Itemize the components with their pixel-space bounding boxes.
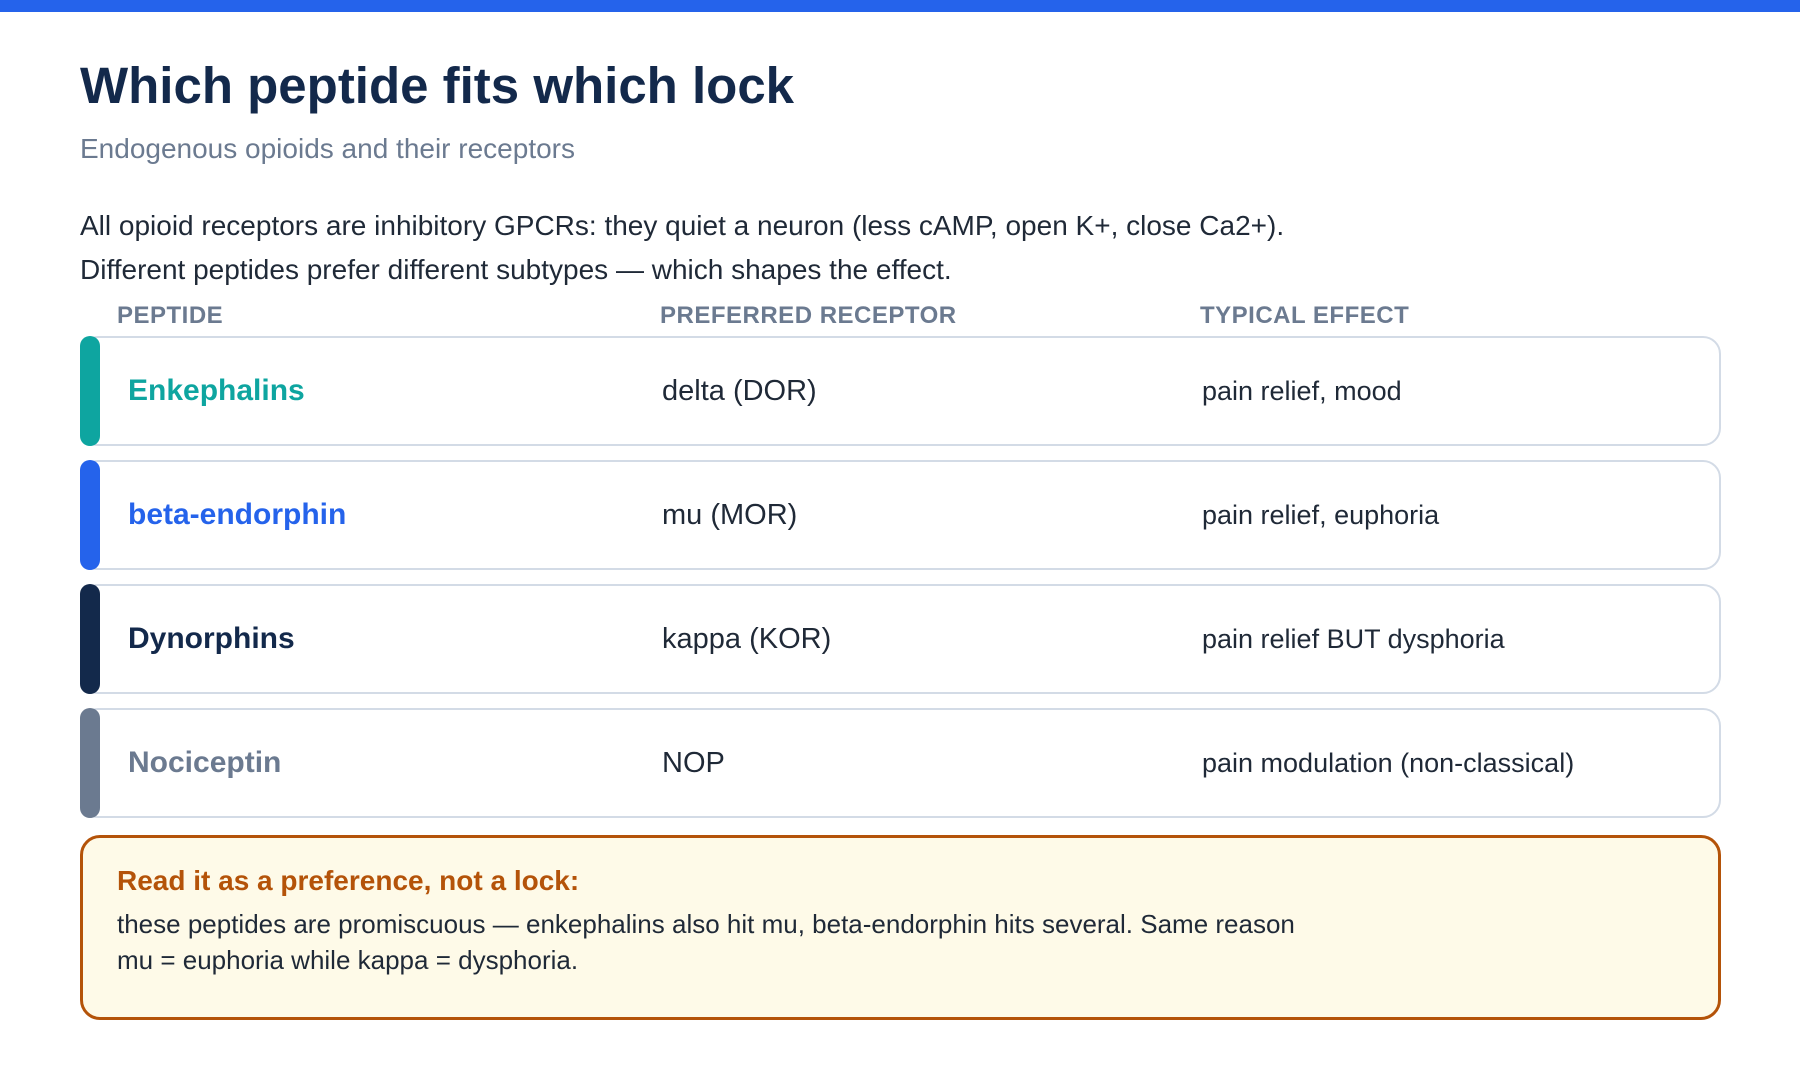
receptor-name: mu (MOR) <box>662 498 798 531</box>
receptor-name: kappa (KOR) <box>662 622 832 655</box>
effect-text: pain relief, euphoria <box>1202 499 1440 530</box>
page-title: Which peptide fits which lock <box>80 57 795 114</box>
column-header-peptide: PEPTIDE <box>117 302 224 329</box>
table-row: beta-endorphin mu (MOR) pain relief, eup… <box>80 460 1721 570</box>
row-accent-bar <box>80 336 100 446</box>
callout-title: Read it as a preference, not a lock: <box>117 865 580 896</box>
effect-text: pain modulation (non-classical) <box>1202 747 1575 778</box>
callout-note: Read it as a preference, not a lock: the… <box>80 835 1721 1020</box>
row-accent-bar <box>80 708 100 818</box>
row-accent-bar <box>80 460 100 570</box>
effect-text: pain relief, mood <box>1202 375 1402 406</box>
peptide-name: beta-endorphin <box>128 498 347 531</box>
receptor-name: delta (DOR) <box>662 374 817 407</box>
effect-text: pain relief BUT dysphoria <box>1202 623 1505 654</box>
column-header-receptor: PREFERRED RECEPTOR <box>660 302 957 329</box>
top-accent-bar <box>0 0 1800 12</box>
intro-line-2: Different peptides prefer different subt… <box>80 254 952 285</box>
row-accent-bar <box>80 584 100 694</box>
peptide-name: Dynorphins <box>128 622 295 655</box>
table-row: Enkephalins delta (DOR) pain relief, moo… <box>80 336 1721 446</box>
intro-line-1: All opioid receptors are inhibitory GPCR… <box>80 210 1285 241</box>
table-row: Dynorphins kappa (KOR) pain relief BUT d… <box>80 584 1721 694</box>
column-header-effect: TYPICAL EFFECT <box>1200 302 1410 329</box>
table-row: Nociceptin NOP pain modulation (non-clas… <box>80 708 1721 818</box>
intro-text: All opioid receptors are inhibitory GPCR… <box>80 204 1284 292</box>
receptor-name: NOP <box>662 746 725 779</box>
peptide-name: Nociceptin <box>128 746 282 779</box>
page-subtitle: Endogenous opioids and their receptors <box>80 133 576 164</box>
callout-body: these peptides are promiscuous — enkepha… <box>117 909 1295 975</box>
peptide-name: Enkephalins <box>128 374 305 407</box>
